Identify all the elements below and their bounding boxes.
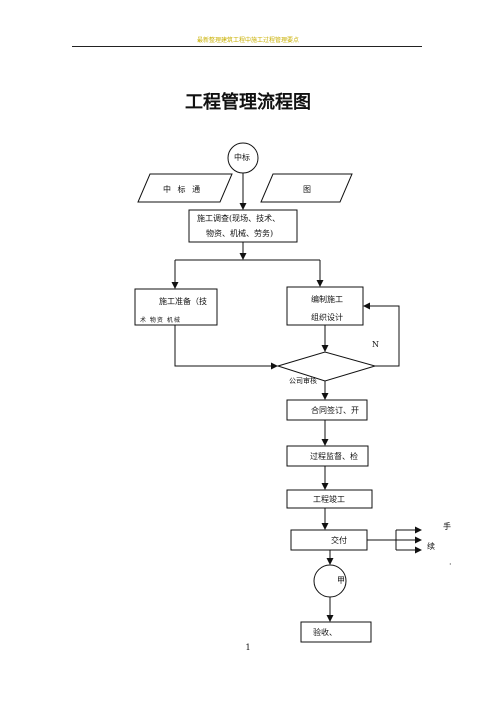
side-label-3: · <box>449 560 452 569</box>
review-label: 公司审核 <box>289 377 317 385</box>
survey-label-1: 施工调查(现场、技术、 <box>197 214 281 223</box>
page-header: 最新整理建筑工程中施工过程管理要点 <box>196 37 299 44</box>
contract-label: 合同签订、开 <box>311 406 359 415</box>
complete-box <box>286 489 373 509</box>
complete-label: 工程竣工 <box>313 495 345 504</box>
deliver-label: 交付 <box>331 536 347 545</box>
survey-label-2: 物资、机械、劳务) <box>206 229 274 238</box>
notice-label: 中 标 通 <box>163 185 203 194</box>
notice-parallelogram <box>137 173 233 203</box>
arrow-prep-to-review <box>174 325 278 370</box>
drawings-parallelogram <box>260 173 353 203</box>
deliver-box <box>290 529 368 551</box>
page-title: 工程管理流程图 <box>185 92 311 113</box>
drawings-label: 图 <box>303 185 311 194</box>
accept-box <box>300 621 372 643</box>
side-label-1: 手 <box>443 522 451 531</box>
prep-label-2: 术 物资 机械 <box>140 317 181 324</box>
start-label: 中标 <box>234 153 250 162</box>
plan-label-2: 组织设计 <box>311 313 343 322</box>
review-no-label: N <box>372 340 379 349</box>
loop-no-back-to-plan <box>363 302 400 367</box>
page-number: 1 <box>245 643 251 652</box>
header-rule <box>72 46 422 47</box>
prep-label-1: 施工准备（技 <box>159 297 207 306</box>
plan-label-1: 编制施工 <box>311 295 343 304</box>
side-label-2: 续 <box>427 542 435 551</box>
party-a-label: 甲 <box>337 576 345 585</box>
prep-box <box>134 288 218 326</box>
accept-label: 验收、 <box>313 628 337 637</box>
contract-box <box>286 399 368 421</box>
supervise-box <box>286 445 369 467</box>
supervise-label: 过程监督、检 <box>310 452 358 461</box>
